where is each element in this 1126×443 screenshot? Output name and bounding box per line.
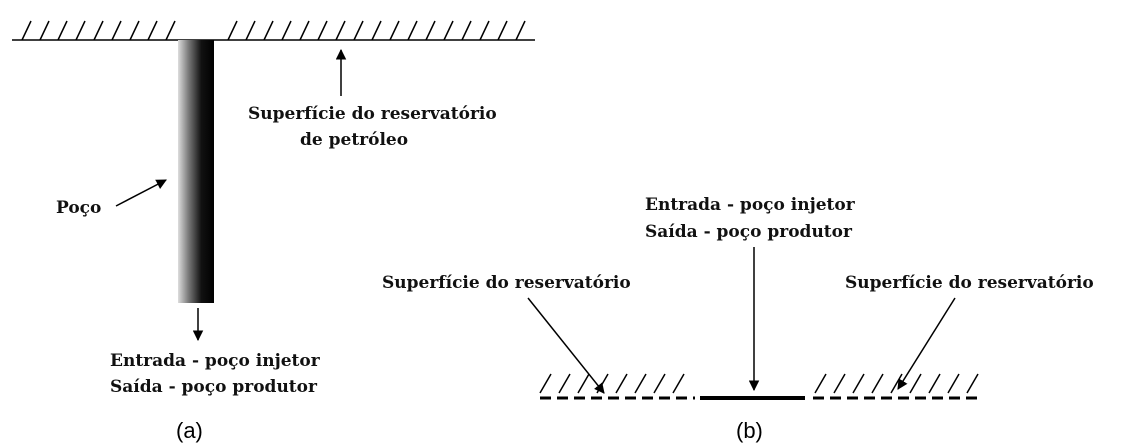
panel-b: Entrada - poço injetor Saída - poço prod… [382, 195, 1094, 443]
surface-left-label: Superfície do reservatório [382, 273, 631, 293]
well-label: Poço [56, 198, 101, 218]
flow-label-line1: Entrada - poço injetor [110, 351, 321, 371]
surface-right-label: Superfície do reservatório [845, 273, 1094, 293]
surface-label-line1: Superfície do reservatório [248, 104, 497, 124]
panel-a: Superfície do reservatório de petróleo P… [12, 20, 535, 443]
caption-b: (b) [736, 418, 763, 443]
flow-label-b-line1: Entrada - poço injetor [645, 195, 856, 215]
caption-a: (a) [176, 418, 203, 443]
surface-right-arrow [897, 297, 956, 390]
surface-hatching [21, 20, 526, 41]
surface-left-arrow [527, 297, 605, 394]
vertical-well [178, 40, 214, 303]
well-arrow [115, 179, 167, 207]
flow-label-line2: Saída - poço produtor [110, 377, 318, 397]
flow-label-b-line2: Saída - poço produtor [645, 222, 853, 242]
surface-label-line2: de petróleo [300, 130, 408, 150]
surface-hatching-b [539, 373, 979, 394]
